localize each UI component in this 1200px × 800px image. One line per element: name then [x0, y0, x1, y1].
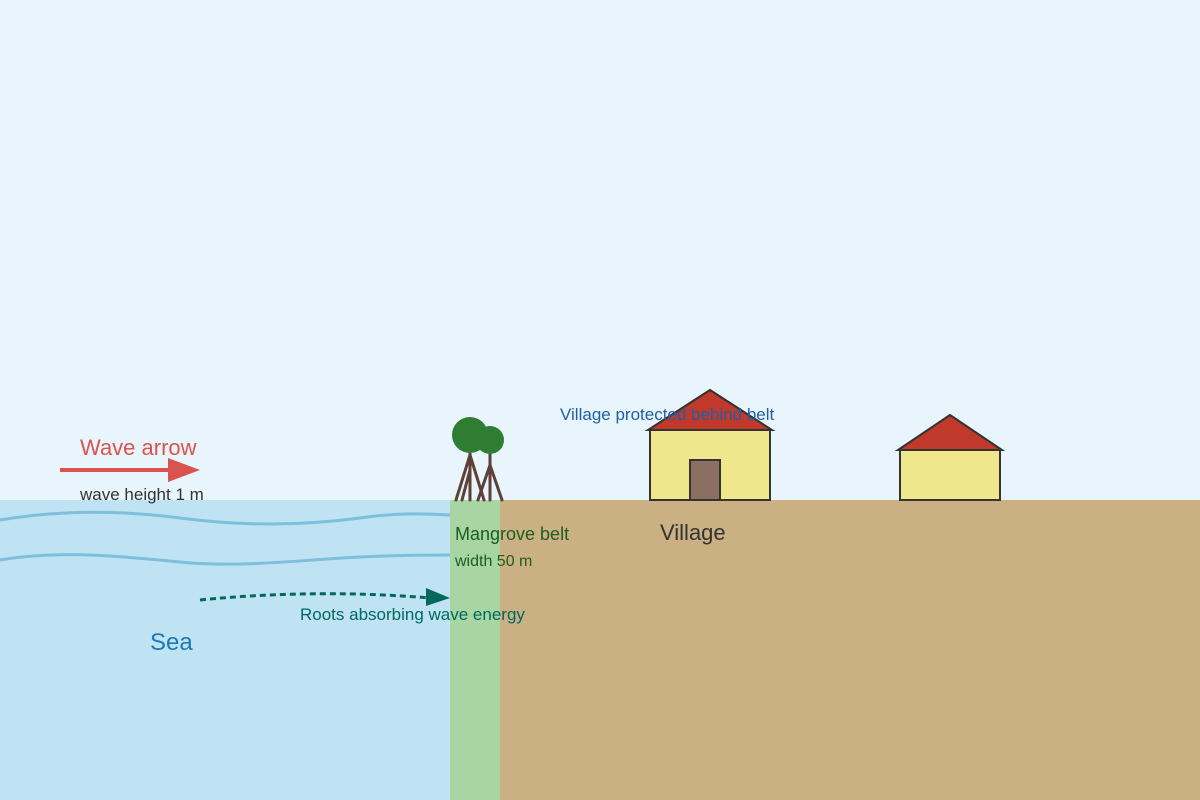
sea-label: Sea: [150, 629, 193, 656]
sky: [0, 0, 1200, 500]
belt-width-label: width 50 m: [454, 553, 532, 570]
mangrove-belt-strip: [450, 500, 500, 800]
house-icon: [894, 413, 1006, 501]
house-icon: [644, 388, 776, 501]
wave-arrow-label: Wave arrow: [80, 435, 197, 460]
wave-height-label: wave height 1 m: [79, 485, 204, 504]
sea-area: [0, 500, 450, 800]
wave-arrow-icon: [60, 458, 200, 482]
land-area: [500, 500, 1200, 800]
wave-line: [0, 510, 451, 526]
mangrove-tree-icon: [452, 417, 504, 502]
roots-absorbing-label: Roots absorbing wave energy: [300, 605, 525, 624]
village-label: Village: [660, 520, 726, 545]
mangrove-belt-label: Mangrove belt: [455, 524, 569, 544]
energy-absorption-arrow-icon: [199, 588, 450, 606]
village-protected-label: Village protected behind belt: [560, 405, 775, 424]
wave-line: [0, 553, 451, 566]
